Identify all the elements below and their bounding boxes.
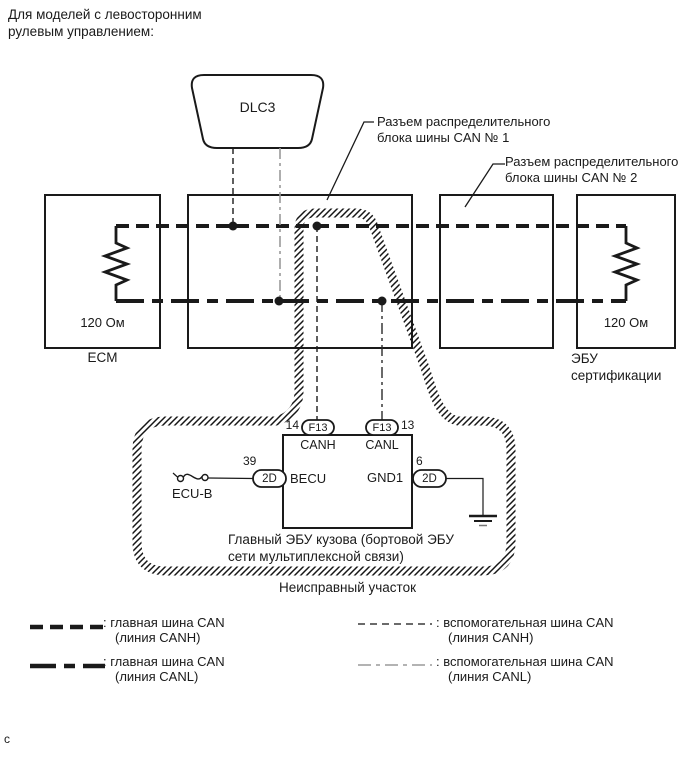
certification-ecu-resistor-symbol — [610, 226, 642, 301]
fuse-tail-line — [172, 472, 179, 478]
dlc3-connector-shape — [190, 74, 325, 149]
pin-number-6: 6 — [416, 454, 423, 468]
f13-connector-canh-label: F13 — [308, 422, 328, 434]
terminal-becu-label: BECU — [290, 471, 327, 486]
junction-dot — [377, 296, 387, 306]
2d-connector-becu-label: 2D — [262, 473, 277, 485]
fuse-terminal-circle — [176, 474, 185, 483]
legend-sub-canh-sub: (линия CANH) — [448, 630, 534, 645]
legend-main-canl-label: : главная шина CAN — [103, 654, 225, 669]
junction2-callout-label: Разъем распределительного блока шины CAN… — [505, 154, 679, 185]
terminal-gnd1-label: GND1 — [367, 470, 404, 485]
certification-ecu-name: ЭБУ сертификации — [571, 351, 662, 383]
legend-main-canh-label: : главная шина CAN — [103, 615, 225, 630]
body-ecu-box — [282, 434, 413, 529]
pin-number-13: 13 — [401, 418, 415, 432]
dlc3-label: DLC3 — [239, 99, 276, 115]
fuse-terminal-circle — [201, 473, 209, 482]
terminal-canh-label: CANH — [300, 438, 336, 452]
fault-area-hatched-boundary — [132, 208, 516, 576]
f13-connector-canh-oval — [301, 419, 335, 436]
ecm-resistor-value: 120 Ом — [80, 315, 125, 330]
certification-ecu-box — [576, 194, 676, 349]
ecm-resistor-symbol — [100, 226, 132, 301]
legend-sub-canl-label: : вспомогательная шина CAN — [436, 654, 614, 669]
pin-number-14: 14 — [285, 418, 299, 432]
legend-main-canl-sub: (линия CANL) — [115, 669, 199, 684]
junction-dot — [274, 296, 284, 306]
f13-connector-canl-oval — [365, 419, 399, 436]
becu-wire — [207, 477, 254, 480]
ground-wire — [446, 477, 484, 515]
junction-dot — [312, 221, 322, 231]
junction-dot — [228, 221, 238, 231]
f13-connector-canl-label: F13 — [372, 422, 392, 434]
legend-sub-canl-sub: (линия CANL) — [448, 669, 532, 684]
junction1-callout-label: Разъем распределительного блока шины CAN… — [377, 114, 551, 145]
header-note: Для моделей с левосторонним рулевым упра… — [8, 7, 202, 39]
legend-main-canh-sub: (линия CANH) — [115, 630, 201, 645]
legend-sub-canh-label: : вспомогательная шина CAN — [436, 615, 614, 630]
junction-block-2-box — [439, 194, 554, 349]
junction2-leader-line — [464, 163, 505, 208]
2d-connector-gnd-label: 2D — [422, 473, 437, 485]
ecm-name: ECM — [87, 350, 118, 365]
ecu-b-fuse-label: ECU-B — [172, 486, 213, 501]
fusible-link-symbol — [182, 473, 203, 480]
pin-number-39: 39 — [243, 454, 257, 468]
terminal-canl-label: CANL — [365, 438, 399, 452]
certification-ecu-resistor-value: 120 Ом — [603, 315, 649, 330]
fault-area-label: Неисправный участок — [279, 580, 416, 595]
junction1-leader-line — [326, 121, 374, 201]
footer-mark: c — [4, 732, 10, 746]
body-ecu-caption: Главный ЭБУ кузова (бортовой ЭБУ сети му… — [228, 532, 454, 564]
